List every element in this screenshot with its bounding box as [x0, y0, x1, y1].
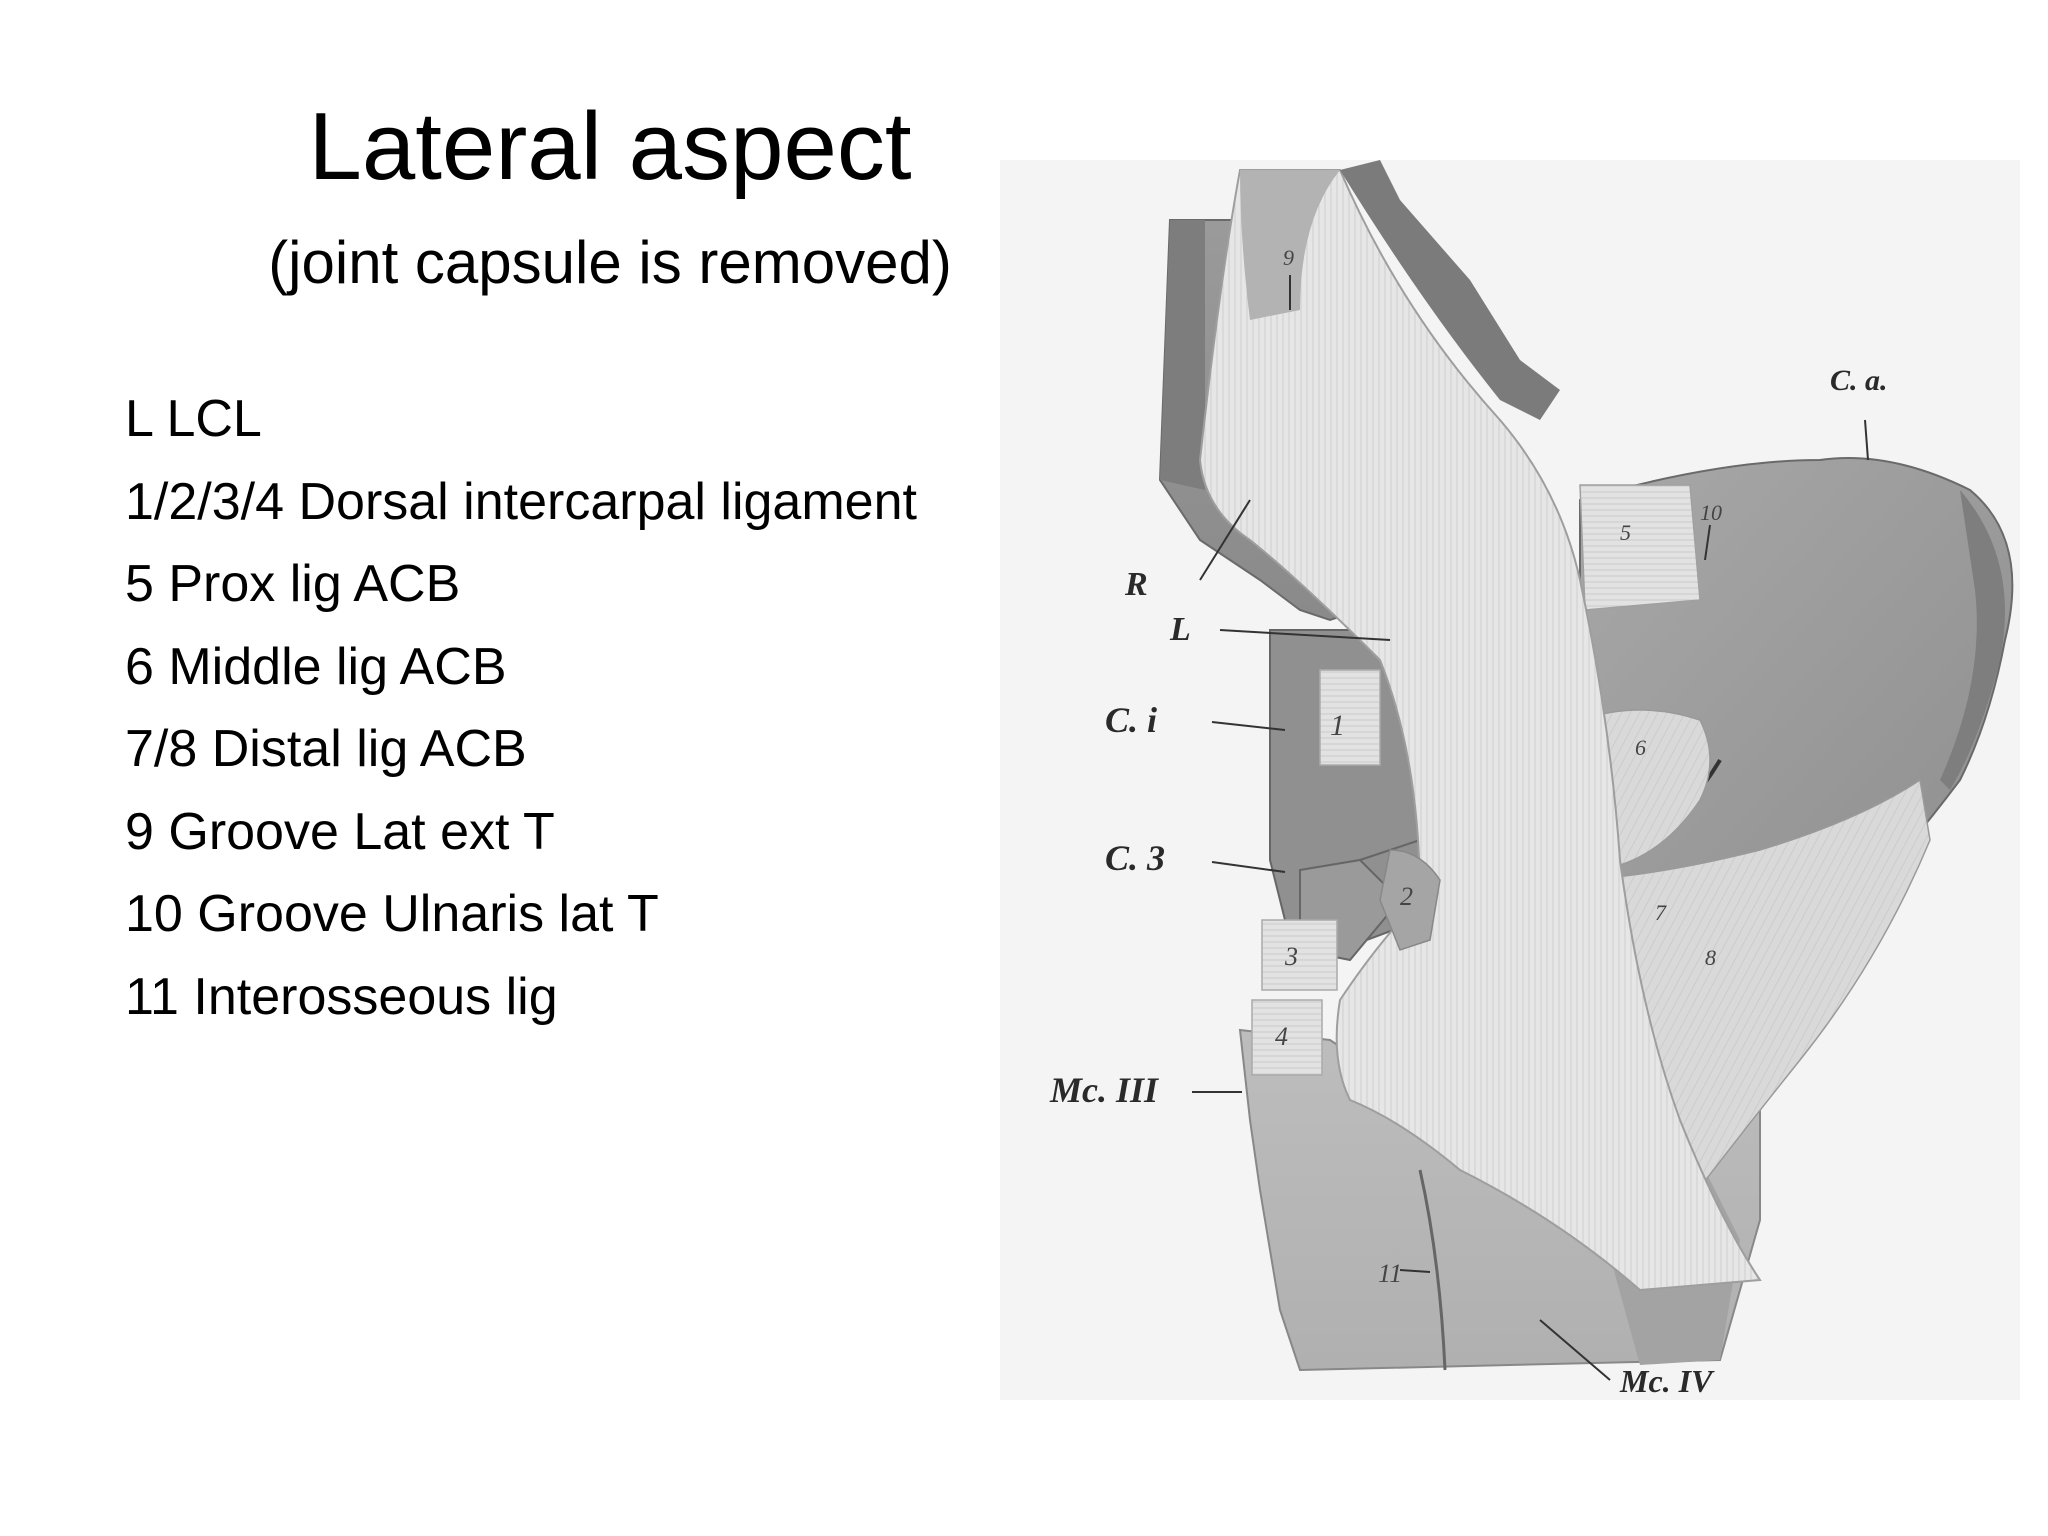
label-2: 2: [1400, 882, 1413, 911]
leader-R: [1199, 499, 1251, 581]
slide-title: Lateral aspect: [308, 93, 912, 200]
legend-item-distal-lig-acb: 7/8 Distal lig ACB: [125, 720, 527, 778]
legend-item-groove-lat-ext: 9 Groove Lat ext T: [125, 802, 555, 861]
leader-L: [1219, 629, 1391, 641]
anatomy-illustration: R L C. i C. 3 Mc. III Mc. IV C. a. 1 2 3…: [1000, 160, 2020, 1400]
label-Ca: C. a.: [1830, 364, 1888, 397]
legend-item-dorsal-intercarpal: 1/2/3/4 Dorsal intercarpal ligament: [125, 472, 917, 531]
label-R: R: [1124, 566, 1148, 603]
dorsal-intercarpal-lig-1: [1319, 669, 1381, 766]
leader-C3: [1211, 861, 1286, 873]
legend-item-interosseous-lig: 11 Interosseous lig: [125, 967, 558, 1026]
legend-item-groove-ulnaris: 10 Groove Ulnaris lat T: [125, 885, 659, 943]
legend-item-prox-lig-acb: 5 Prox lig ACB: [125, 555, 461, 613]
label-7: 7: [1655, 900, 1667, 925]
label-9: 9: [1283, 245, 1294, 270]
label-L: L: [1169, 611, 1191, 648]
leader-Ci: [1211, 721, 1286, 731]
label-3: 3: [1284, 942, 1298, 971]
label-11: 11: [1378, 1259, 1402, 1288]
label-McIV: Mc. IV: [1619, 1363, 1715, 1399]
leader-Ca: [1864, 419, 1869, 461]
carpus-lateral-drawing: R L C. i C. 3 Mc. III Mc. IV C. a. 1 2 3…: [1000, 160, 2020, 1400]
label-10: 10: [1700, 500, 1722, 525]
label-8: 8: [1705, 945, 1716, 970]
label-McIII: Mc. III: [1049, 1070, 1160, 1110]
label-5: 5: [1620, 520, 1631, 545]
leader-McIV: [1539, 1319, 1611, 1381]
radius-shadow: [1160, 220, 1205, 490]
label-Ci: C. i: [1105, 700, 1157, 740]
accessory-carpal-shadow: [1940, 490, 2005, 790]
legend-item-middle-lig-acb: 6 Middle lig ACB: [125, 637, 507, 696]
leader-11: [1399, 1269, 1431, 1273]
interosseous-ligament: [1418, 1169, 1447, 1371]
dorsal-intercarpal-lig-3: [1261, 919, 1338, 991]
dorsal-intercarpal-lig-2: [1379, 849, 1441, 951]
legend-list: L LCL 1/2/3/4 Dorsal intercarpal ligamen…: [125, 378, 917, 1038]
label-4: 4: [1275, 1022, 1288, 1051]
lateral-collateral-ligament: [1198, 169, 1762, 1292]
prox-lig-acb: [1579, 484, 1701, 611]
label-1: 1: [1330, 709, 1345, 742]
legend-item-lcl: L LCL: [125, 390, 262, 448]
dorsal-intercarpal-lig-4: [1251, 999, 1323, 1076]
arrow-10: [1704, 524, 1711, 561]
groove-lat-ext-tendon: [1240, 170, 1340, 320]
label-C3: C. 3: [1105, 838, 1165, 878]
radius-ridge: [1340, 160, 1560, 420]
label-6: 6: [1635, 735, 1646, 760]
slide-subtitle: (joint capsule is removed): [268, 229, 952, 296]
